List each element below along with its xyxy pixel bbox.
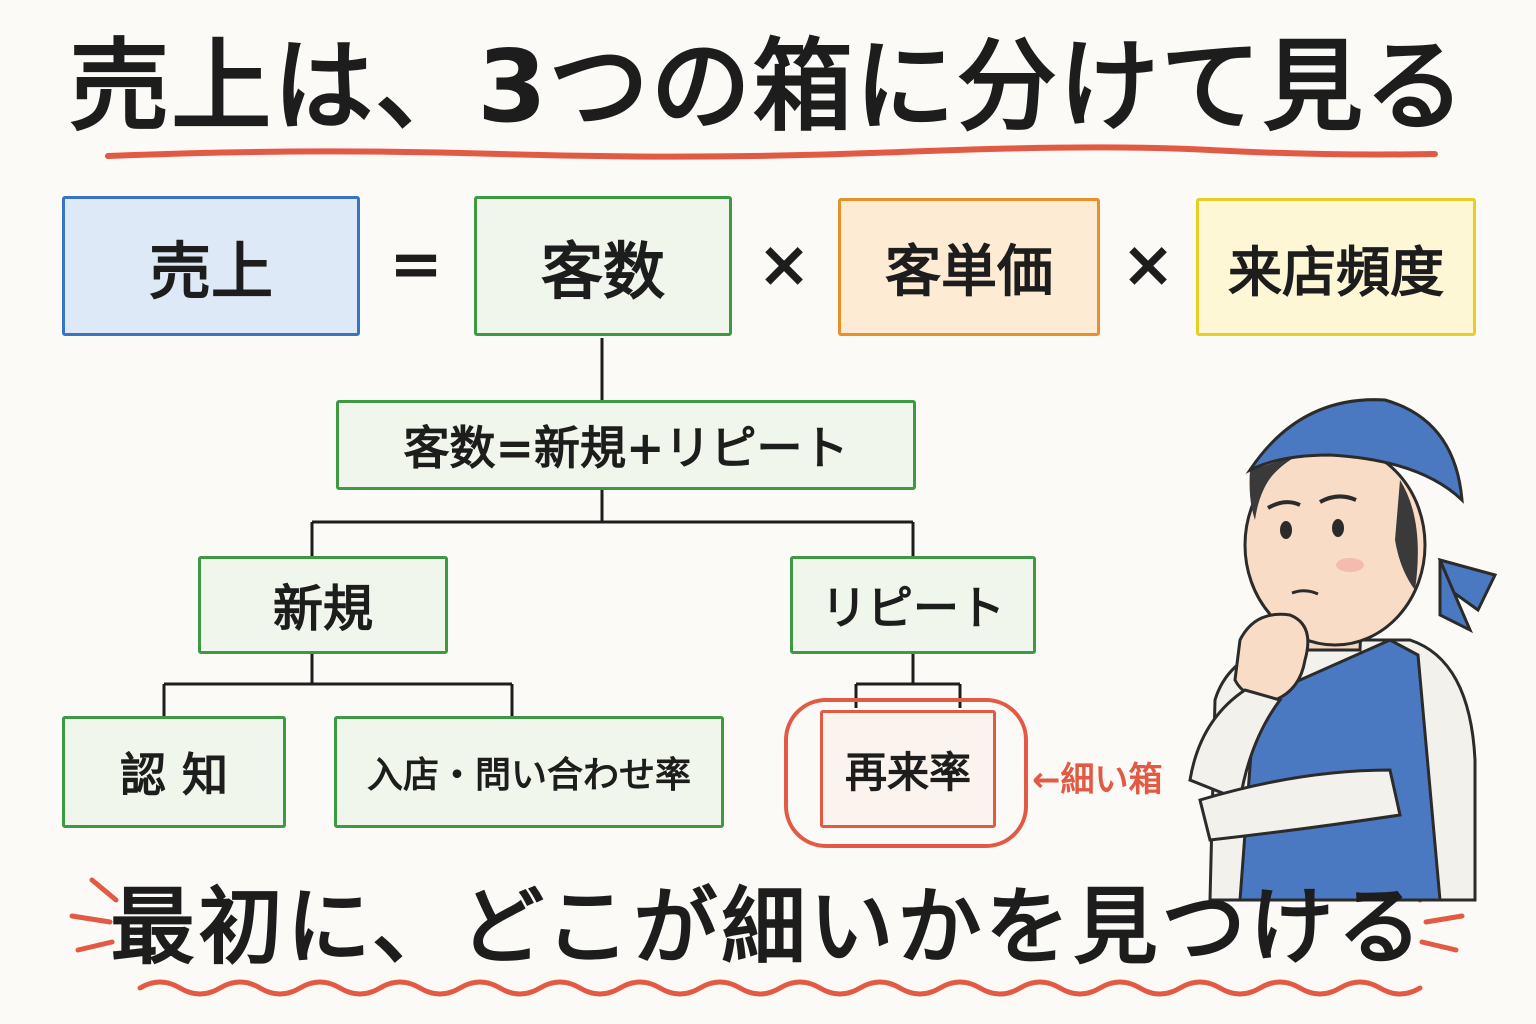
equals-sign: = xyxy=(389,228,443,302)
customers-split-box: 客数=新規+リピート xyxy=(336,400,916,490)
new-customers-box: 新規 xyxy=(198,556,448,654)
times-sign-1: × xyxy=(757,228,811,302)
customers-label: 客数 xyxy=(540,235,665,308)
sales-box: 売上 xyxy=(62,196,360,336)
page-title: 売上は、3つの箱に分けて見る xyxy=(69,28,1467,145)
frequency-label: 来店頻度 xyxy=(1228,240,1444,304)
return-rate-label: 再来率 xyxy=(844,747,971,797)
thin-box-note: ←細い箱 xyxy=(1032,760,1163,800)
bottom-message: 最初に、どこが細いかを見つける xyxy=(110,878,1426,976)
visit-inquiry-rate-box: 入店・問い合わせ率 xyxy=(334,716,724,828)
worker-illustration xyxy=(1188,398,1498,902)
awareness-box: 認 知 xyxy=(62,716,286,828)
times-sign-2: × xyxy=(1121,228,1175,302)
sales-label: 売上 xyxy=(148,235,273,308)
return-rate-box: 再来率 xyxy=(820,710,996,828)
title-underline xyxy=(105,144,1438,160)
customers-split-label: 客数=新規+リピート xyxy=(403,421,849,475)
bottom-underline xyxy=(137,979,1423,997)
frequency-box: 来店頻度 xyxy=(1196,198,1476,336)
emphasis-marks-left xyxy=(69,877,119,953)
new-customers-label: 新規 xyxy=(273,580,373,638)
repeat-customers-label: リピート xyxy=(821,581,1005,635)
highlight-ring xyxy=(784,698,1028,848)
unit-price-label: 客単価 xyxy=(885,239,1053,305)
customers-box: 客数 xyxy=(474,196,732,336)
awareness-label: 認 知 xyxy=(119,748,228,802)
tree-connectors xyxy=(162,338,962,716)
repeat-customers-box: リピート xyxy=(790,556,1036,654)
visit-inquiry-rate-label: 入店・問い合わせ率 xyxy=(366,755,691,796)
unit-price-box: 客単価 xyxy=(838,198,1100,336)
